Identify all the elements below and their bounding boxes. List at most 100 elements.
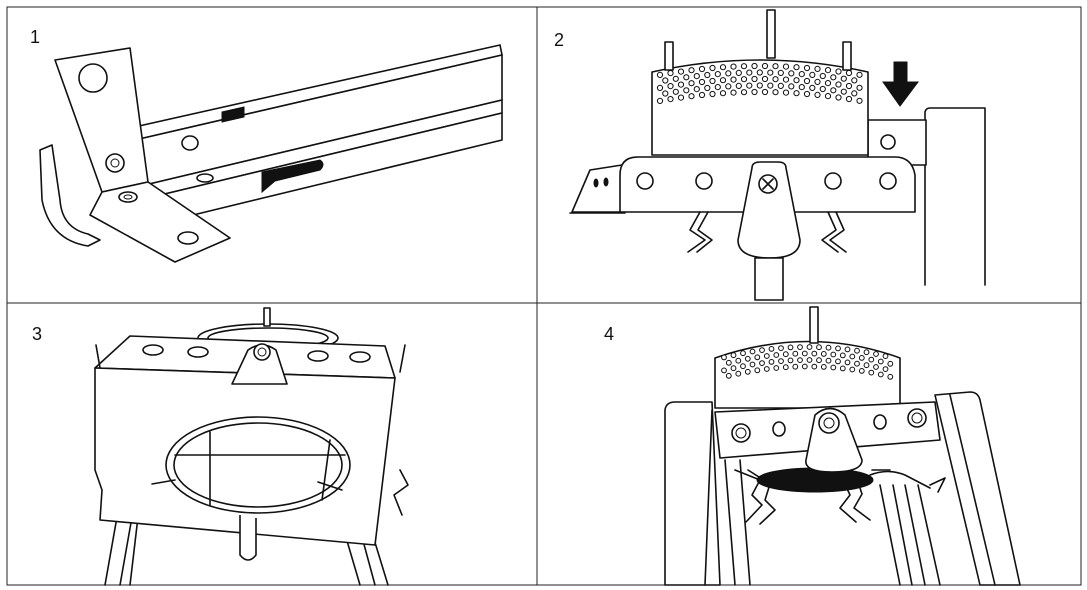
perforation-dot [793,64,800,71]
perforation-dot [756,69,763,76]
perforation-dot [792,363,799,370]
perforation-dot [778,358,784,365]
bracket-small-hole [105,153,125,173]
perforation-dot [656,84,664,92]
perforation-dot [877,358,884,365]
perforation-dot [851,90,858,97]
plate-hole [636,172,654,190]
side-clip-right [929,477,946,493]
perforation-dot [863,349,870,356]
ceiling-opening-shadow [756,467,874,493]
perforation-dot [704,84,711,92]
bracket-small-hole-inner [110,158,120,168]
perforation-dot [763,353,770,359]
perforation-dot [662,77,669,84]
perforation-dot [725,70,732,77]
perforation-dot [768,346,775,352]
perforation-dot [882,353,889,360]
perforation-dot [667,83,674,90]
perforation-dot [854,347,860,354]
perforation-dot [835,81,842,88]
perforation-dot [845,95,853,103]
left-mount-hole [593,178,599,188]
tab-screw-inner [257,347,267,357]
perforation-dot [735,357,742,364]
perforation-dot [756,82,763,89]
plate-screw [907,408,927,428]
perforation-dot [793,90,800,97]
perforation-dot [698,91,706,99]
perforation-dot [830,351,837,358]
perforation-dot [792,350,799,357]
perforation-dot [751,75,758,83]
perforation-dot [803,90,811,98]
perforation-dot [782,76,790,83]
perforation-dot [749,361,756,368]
perforation-dot [672,75,679,82]
perforation-dot [887,373,894,380]
plate-screw [731,423,751,443]
perforation-dot [835,358,841,365]
perforation-dot [835,94,842,101]
lamp-opening-outer [165,416,351,514]
perforation-dot [725,372,732,379]
perforation-dot [656,71,664,79]
perforation-dot [735,69,742,77]
lamp-opening-inner [173,422,343,508]
bottom-clip [239,515,257,561]
perforation-dot [735,82,742,90]
perforation-dot [721,354,727,361]
spring-clip-left [687,211,706,253]
perforation-dot [851,77,858,84]
perforation-dot [840,88,847,95]
perforation-dot [773,352,780,358]
perforation-dot [761,75,769,83]
perforation-dot [839,352,846,359]
perforation-dot [672,88,679,95]
perforation-dot [798,84,805,91]
perforation-dot [719,77,727,84]
perforation-dot [824,67,832,74]
perforation-dot [873,364,879,370]
perforation-dot [820,351,827,357]
perforation-dot [746,82,753,89]
perforation-dot [849,353,856,360]
left-mount-bracket [571,164,623,213]
side-pin-right [399,344,406,373]
perforation-dot [849,366,856,373]
perforation-dot [854,360,860,367]
panel-4-illustration [664,306,1021,586]
perforation-dot [730,352,737,359]
back-plate-hole [349,351,371,363]
perforation-dot [809,71,816,79]
perforation-dot [777,82,784,90]
spring-wire-left [151,479,176,485]
perforation-dot [656,97,664,105]
perforation-dot [835,68,842,75]
perforation-dot [735,370,742,377]
perforation-dot [721,367,727,374]
perforation-dot [882,366,889,373]
perforation-dot [688,80,695,87]
perforation-dot [754,367,761,374]
perforation-dot [709,90,716,98]
perforation-dot [835,345,841,352]
perforation-dot [803,77,811,85]
plate-screw-inner [735,427,747,439]
perforation-dot [773,365,780,371]
perforation-dot [683,74,690,81]
perforation-dot [806,357,813,363]
center-lamp-stem [754,257,784,301]
perforation-dot [797,344,803,351]
perforation-dot [801,363,808,370]
opening-edge-right [869,470,931,489]
left-mount-hole [603,177,609,187]
perforation-dot [759,347,765,354]
panel-3-illustration [94,307,409,586]
step-number-4: 4 [604,324,615,344]
spring-clip-left [747,469,776,525]
inner-rail-lines [879,484,941,586]
perforation-dot [767,69,774,76]
plate-screw-inner [911,412,923,424]
bracket-end-hole [177,231,199,245]
